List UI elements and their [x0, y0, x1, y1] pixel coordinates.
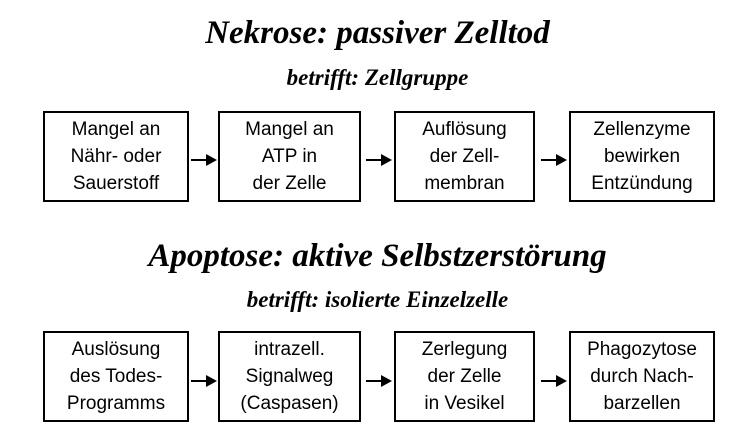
- necrosis-step-3-label: Auflösung der Zell- membran: [422, 119, 507, 194]
- necrosis-step-1: Mangel an Nähr- oder Sauerstoff: [43, 111, 189, 202]
- necrosis-title: Nekrose: passiver Zelltod: [205, 15, 550, 51]
- arrow-right-icon: [366, 374, 392, 388]
- apoptosis-step-1-label: Auslösung des Todes- Programms: [66, 339, 166, 414]
- apoptosis-step-1: Auslösung des Todes- Programms: [43, 331, 189, 422]
- arrow-right-icon: [191, 374, 217, 388]
- necrosis-step-1-label: Mangel an Nähr- oder Sauerstoff: [70, 119, 162, 194]
- arrow-right-icon: [541, 374, 567, 388]
- apoptosis-subtitle: betrifft: isolierte Einzelzelle: [246, 287, 509, 312]
- necrosis-step-2: Mangel an ATP in der Zelle: [218, 111, 361, 202]
- necrosis-step-4: Zellenzyme bewirken Entzündung: [569, 111, 715, 202]
- apoptosis-step-3: Zerlegung der Zelle in Vesikel: [394, 331, 535, 422]
- necrosis-step-3: Auflösung der Zell- membran: [394, 111, 535, 202]
- arrow-right-icon: [541, 153, 567, 167]
- apoptosis-step-3-label: Zerlegung der Zelle in Vesikel: [421, 339, 508, 414]
- arrow-right-icon: [366, 153, 392, 167]
- apoptosis-step-2: intrazell. Signalweg (Caspasen): [218, 331, 361, 422]
- apoptosis-step-4: Phagozytose durch Nach- barzellen: [569, 331, 715, 422]
- necrosis-subtitle: betrifft: Zellgruppe: [286, 65, 469, 90]
- apoptosis-step-2-label: intrazell. Signalweg (Caspasen): [240, 339, 339, 414]
- apoptosis-step-4-label: Phagozytose durch Nach- barzellen: [587, 339, 697, 414]
- arrow-right-icon: [191, 153, 217, 167]
- necrosis-step-2-label: Mangel an ATP in der Zelle: [245, 119, 334, 194]
- apoptosis-title: Apoptose: aktive Selbstzerstörung: [148, 238, 607, 274]
- necrosis-step-4-label: Zellenzyme bewirken Entzündung: [591, 119, 693, 194]
